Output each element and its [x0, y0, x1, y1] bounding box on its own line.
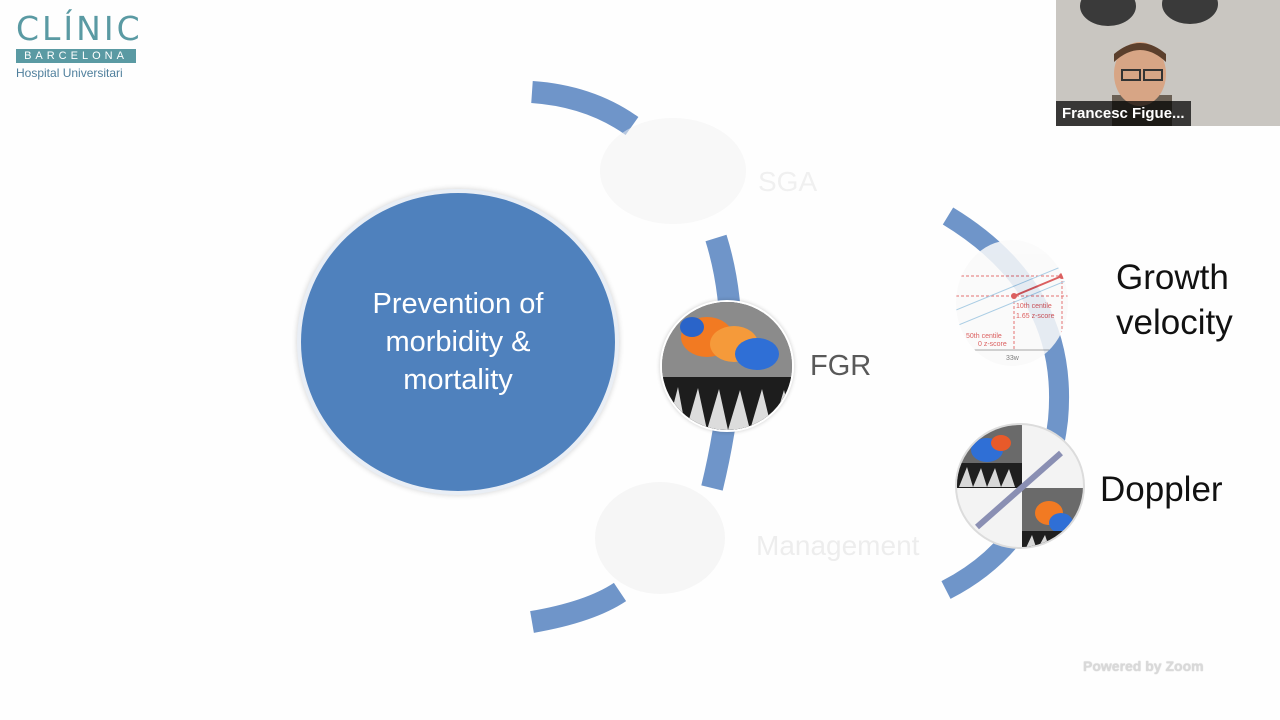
- growth-chart-icon: 10th centile 1.65 z-score 50th centile 0…: [956, 263, 1068, 362]
- fgr-doppler-icon: [662, 302, 792, 430]
- doppler-composite-icon: [957, 425, 1083, 547]
- logo-hospital-text: Hospital Universitari: [16, 66, 123, 80]
- fgr-label: FGR: [810, 350, 872, 382]
- logo-barcelona-text: BARCELONA: [16, 49, 136, 63]
- participant-name: Francesc Figue...: [1056, 101, 1191, 126]
- main-goal-text: Prevention of morbidity & mortality: [372, 288, 544, 396]
- fgr-ultrasound-image: [660, 300, 794, 432]
- main-goal-circle: Prevention of morbidity & mortality: [297, 189, 619, 495]
- growth-velocity-label: Growth velocity: [1116, 258, 1233, 342]
- faded-top-label: SGA: [758, 166, 818, 197]
- growth-chart-tick-1: 33w: [1006, 355, 1020, 362]
- growth-chart-label-1: 10th centile: [1016, 303, 1052, 310]
- growth-chart-label-2: 1.65 z-score: [1016, 313, 1055, 320]
- growth-chart-image: 10th centile 1.65 z-score 50th centile 0…: [956, 240, 1068, 366]
- faded-bottom-label: Management: [756, 530, 920, 561]
- faded-bottom-node: [595, 482, 725, 594]
- hospital-logo: CLÍNIC BARCELONA Hospital Universitari: [16, 12, 140, 80]
- participant-video-tile[interactable]: Francesc Figue...: [1056, 0, 1280, 126]
- powered-by-zoom-badge: Powered by Zoom: [1083, 658, 1204, 674]
- logo-clinic-text: CLÍNIC: [16, 9, 143, 48]
- doppler-image: [955, 423, 1085, 549]
- doppler-label: Doppler: [1100, 470, 1223, 509]
- growth-chart-label-3: 50th centile: [966, 333, 1002, 340]
- growth-chart-label-4: 0 z-score: [978, 341, 1007, 348]
- left-arc-bottom: [530, 582, 627, 633]
- left-arc-top: [531, 81, 639, 136]
- faded-top-node: [600, 118, 746, 224]
